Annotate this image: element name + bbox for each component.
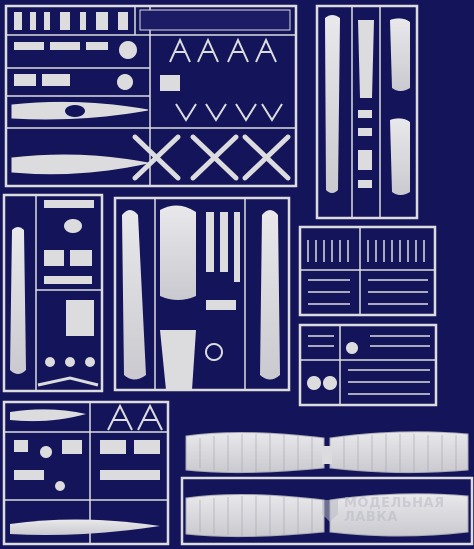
- sprue-e: [298, 225, 437, 317]
- sprue-g: [2, 400, 170, 546]
- sprue-f: [298, 323, 438, 407]
- watermark-line-1: МОДЕЛЬНАЯ: [344, 496, 445, 511]
- sprue-d: [113, 196, 291, 392]
- sprue-c: [2, 193, 104, 393]
- shield-logo-icon: [322, 500, 338, 522]
- sprue-b: [315, 4, 419, 220]
- sprue-h: [180, 431, 474, 546]
- sprue-a: [4, 4, 298, 188]
- watermark-line-2: ЛАВКА: [344, 510, 398, 525]
- watermark: МОДЕЛЬНАЯ ЛАВКА: [344, 497, 469, 525]
